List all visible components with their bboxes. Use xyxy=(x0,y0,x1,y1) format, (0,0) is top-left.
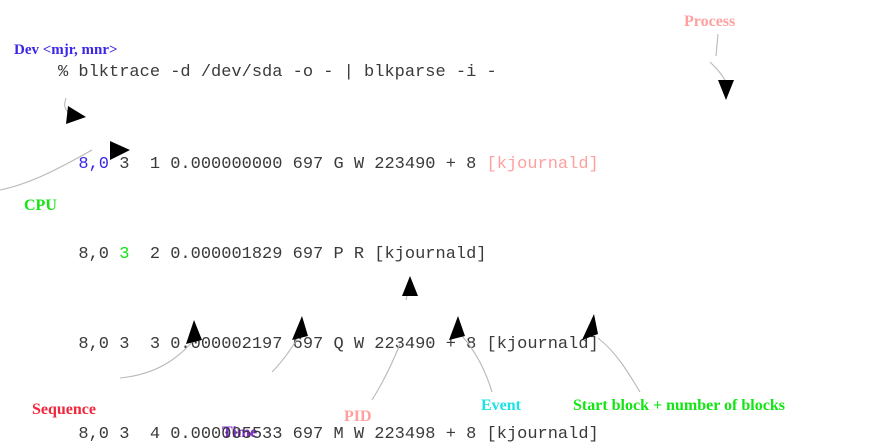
trace-seq: 1 xyxy=(149,154,161,174)
trace-row-3: 8,0 3 3 0.000002197 697 Q W 223490 + 8 [… xyxy=(58,334,609,357)
trace-event: P xyxy=(333,244,344,264)
trace-cpu: 3 xyxy=(119,334,130,354)
trace-event: M xyxy=(333,424,344,444)
annotation-process-label: Process xyxy=(684,13,736,30)
trace-indent xyxy=(58,425,78,444)
trace-dev: 8,0 xyxy=(78,424,110,444)
trace-rw: R xyxy=(353,244,365,264)
trace-blocks: 223490 + 8 xyxy=(374,154,477,174)
trace-blocks: 223498 + 8 xyxy=(374,424,477,444)
annotation-blocks-label: Start block + number of blocks xyxy=(573,397,785,414)
trace-time: 0.000002197 xyxy=(170,334,283,354)
trace-dev: 8,0 xyxy=(78,244,110,264)
trace-process: [kjournald] xyxy=(374,244,487,264)
trace-pid: 697 xyxy=(292,424,324,444)
connector-process-lower xyxy=(709,61,727,83)
trace-time: 0.000000000 xyxy=(170,154,283,174)
connector-process-upper xyxy=(715,33,719,57)
trace-process: [kjournald] xyxy=(486,154,599,174)
annotation-sequence-number-label: Sequence Number xyxy=(32,362,96,446)
annotation-cpu-label: CPU xyxy=(24,197,57,214)
trace-row-2: 8,0 3 2 0.000001829 697 P R [kjournald] xyxy=(58,244,609,267)
shell-command-line: % blktrace -d /dev/sda -o - | blkparse -… xyxy=(58,63,497,82)
trace-indent xyxy=(58,335,78,354)
trace-cpu: 3 xyxy=(119,154,130,174)
trace-pid: 697 xyxy=(292,244,324,264)
trace-time: 0.000001829 xyxy=(170,244,283,264)
trace-rw: W xyxy=(353,334,365,354)
trace-event: Q xyxy=(333,334,344,354)
trace-pid: 697 xyxy=(292,154,324,174)
trace-seq: 4 xyxy=(149,424,161,444)
trace-indent xyxy=(58,245,78,264)
annotation-time-stamp-label: Time Stamp xyxy=(222,385,266,446)
trace-process: [kjournald] xyxy=(486,334,599,354)
trace-cpu: 3 xyxy=(119,424,130,444)
trace-event: G xyxy=(333,154,344,174)
trace-row-4: 8,0 3 4 0.000005533 697 M W 223498 + 8 [… xyxy=(58,424,609,446)
annotation-pid-label: PID xyxy=(344,408,372,425)
annotation-time-stamp-line1: Time xyxy=(222,424,258,441)
annotation-sequence-number-line1: Sequence xyxy=(32,401,96,418)
trace-indent xyxy=(58,155,78,174)
annotation-dev-label: Dev <mjr, mnr> xyxy=(14,42,118,58)
trace-blocks: 223490 + 8 xyxy=(374,334,477,354)
trace-cpu: 3 xyxy=(119,244,130,264)
arrowhead-process-icon xyxy=(718,80,734,100)
trace-seq: 3 xyxy=(149,334,161,354)
trace-rw: W xyxy=(353,154,365,174)
trace-pid: 697 xyxy=(292,334,324,354)
annotation-event-label: Event xyxy=(481,397,521,414)
trace-rw: W xyxy=(353,424,365,444)
trace-process: [kjournald] xyxy=(486,424,599,444)
blkparse-trace-output: 8,0 3 1 0.000000000 697 G W 223490 + 8 [… xyxy=(58,86,609,446)
trace-dev: 8,0 xyxy=(78,334,110,354)
trace-row-1: 8,0 3 1 0.000000000 697 G W 223490 + 8 [… xyxy=(58,154,609,177)
trace-seq: 2 xyxy=(149,244,161,264)
trace-time: 0.000005533 xyxy=(170,424,283,444)
trace-dev: 8,0 xyxy=(78,154,110,174)
